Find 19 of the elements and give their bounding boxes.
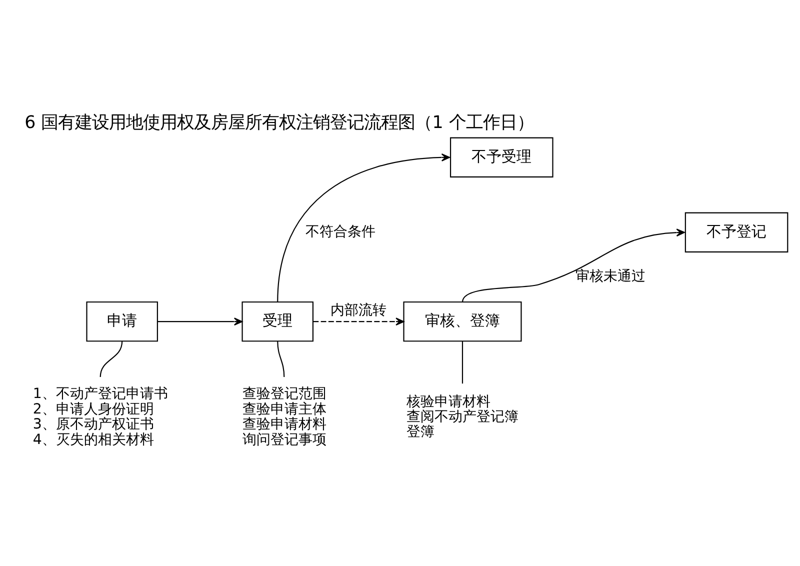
node-text: 查验登记范围 查验申请主体 查验申请材料 询问登记事项 [242,386,326,448]
connector [276,340,284,377]
edge-label: 审核未通过 [574,268,645,284]
diagram-title: 6 国有建设用地使用权及房屋所有权注销登记流程图（1 个工作日） [24,112,534,132]
node-text: 1、不动产登记申请书 2、申请人身份证明 3、原不动产权证书 4、灭失的相关材料 [32,386,168,448]
arrow [276,152,450,302]
node-box: 不予登记 [684,212,788,252]
arrow [312,317,404,326]
arrow [157,317,242,326]
node-box: 审核、登簿 [402,300,522,342]
node-box: 申请 [86,300,158,342]
node-text: 核验申请材料 查阅不动产登记簿 登簿 [406,393,518,440]
edge-label: 不符合条件 [305,224,376,240]
connector [99,340,122,377]
node-box: 不予受理 [449,136,553,177]
edge-label: 内部流转 [330,302,386,318]
arrow [461,228,684,302]
connector [461,340,463,384]
node-box: 受理 [241,300,313,342]
